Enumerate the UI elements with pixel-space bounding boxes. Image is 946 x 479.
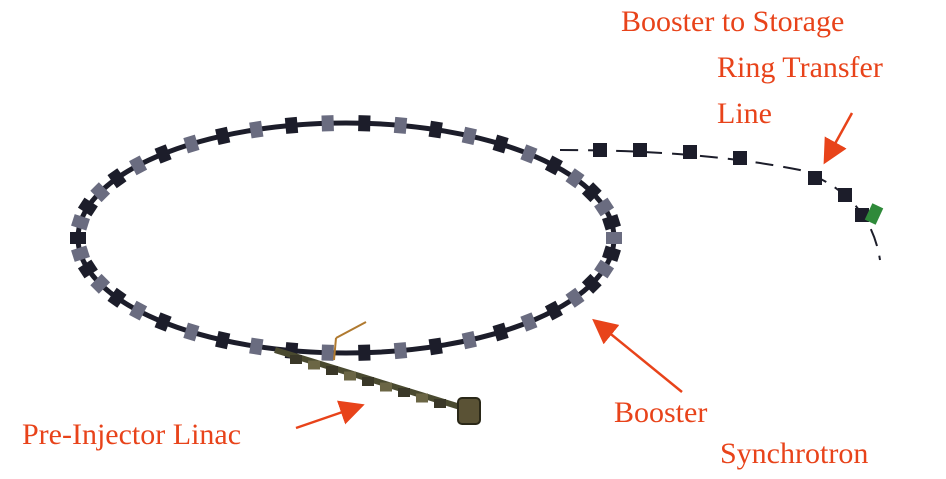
linac-module <box>398 388 410 397</box>
ring-magnet <box>154 144 172 164</box>
ring-magnet <box>358 344 371 361</box>
linac-module <box>362 377 374 386</box>
ring-magnet <box>215 126 231 146</box>
transfer-line <box>559 143 884 261</box>
transfer-line-label-line-1: Booster to Storage <box>621 5 845 38</box>
ring-magnet <box>565 168 585 189</box>
ring-magnet <box>393 342 408 360</box>
linac-module <box>308 360 320 370</box>
ring-magnet <box>77 197 98 217</box>
transfer-line-magnet <box>838 188 852 202</box>
ring-magnet <box>77 259 98 279</box>
linac-module <box>290 355 302 364</box>
linac-module <box>326 366 338 375</box>
transfer-line-magnet <box>593 143 607 157</box>
ring-magnet <box>90 273 111 294</box>
ring-magnet <box>321 115 334 132</box>
ring-magnet <box>321 344 334 361</box>
transfer-line-magnets <box>593 143 869 222</box>
transfer-line-magnet <box>733 151 747 165</box>
booster-label-line-2: Synchrotron <box>720 437 869 470</box>
ring-magnet <box>183 322 200 342</box>
ring-magnet <box>606 232 622 244</box>
linac-injection-stub-vertical <box>333 337 337 361</box>
ring-magnet <box>249 120 264 139</box>
ring-magnet <box>520 144 538 164</box>
transfer-line-green-element <box>864 203 884 225</box>
linac-arrow <box>295 400 365 430</box>
callout-arrows <box>295 112 854 430</box>
transfer-line-magnet <box>633 143 647 157</box>
ring-magnet <box>428 337 443 356</box>
booster-label-line-1: Booster <box>614 396 708 429</box>
ring-magnet <box>107 287 127 308</box>
pre-injector-linac <box>274 321 481 425</box>
transfer-line-magnet <box>808 171 822 185</box>
ring-magnet <box>183 134 200 154</box>
ring-magnet <box>461 330 477 350</box>
ring-magnet <box>581 273 602 294</box>
ring-magnet <box>594 259 615 279</box>
ring-magnet <box>428 120 443 139</box>
ring-magnet <box>90 182 111 203</box>
ring-magnet <box>461 126 477 146</box>
ring-magnet <box>492 134 509 154</box>
linac-module <box>344 371 356 381</box>
transfer-line-arrow <box>823 112 854 165</box>
ring-magnet <box>107 168 127 189</box>
linac-injection-stub <box>335 321 367 339</box>
transfer-line-magnet <box>683 145 697 159</box>
ring-magnet <box>71 214 90 231</box>
linac-module <box>434 399 446 408</box>
ring-magnet <box>215 330 231 350</box>
ring-magnet <box>581 182 602 203</box>
ring-magnet <box>129 300 148 321</box>
ring-magnet <box>154 312 172 332</box>
ring-magnet <box>520 312 538 332</box>
ring-magnet <box>129 155 148 176</box>
ring-magnet <box>492 322 509 342</box>
ring-magnet <box>565 287 585 308</box>
ring-magnets <box>70 115 622 361</box>
linac-electron-gun <box>457 397 481 425</box>
ring-magnet <box>602 245 621 262</box>
transfer-line-label-line-3: Line <box>717 97 772 130</box>
booster-synchrotron-ring <box>70 115 622 361</box>
ring-magnet <box>71 245 90 262</box>
linac-module <box>380 382 392 392</box>
ring-magnet <box>284 116 299 134</box>
ring-magnet <box>544 300 563 321</box>
ring-magnet <box>544 155 563 176</box>
ring-magnet <box>249 337 264 356</box>
ring-magnet <box>602 214 621 231</box>
linac-module <box>416 393 428 403</box>
linac-label: Pre-Injector Linac <box>22 418 242 451</box>
ring-magnet <box>393 116 408 134</box>
linac-modules <box>290 355 446 408</box>
ring-magnet <box>594 197 615 217</box>
ring-magnet <box>70 232 86 244</box>
ring-magnet <box>358 115 371 132</box>
booster-arrow <box>592 318 683 393</box>
transfer-line-label-line-2: Ring Transfer <box>717 51 883 84</box>
